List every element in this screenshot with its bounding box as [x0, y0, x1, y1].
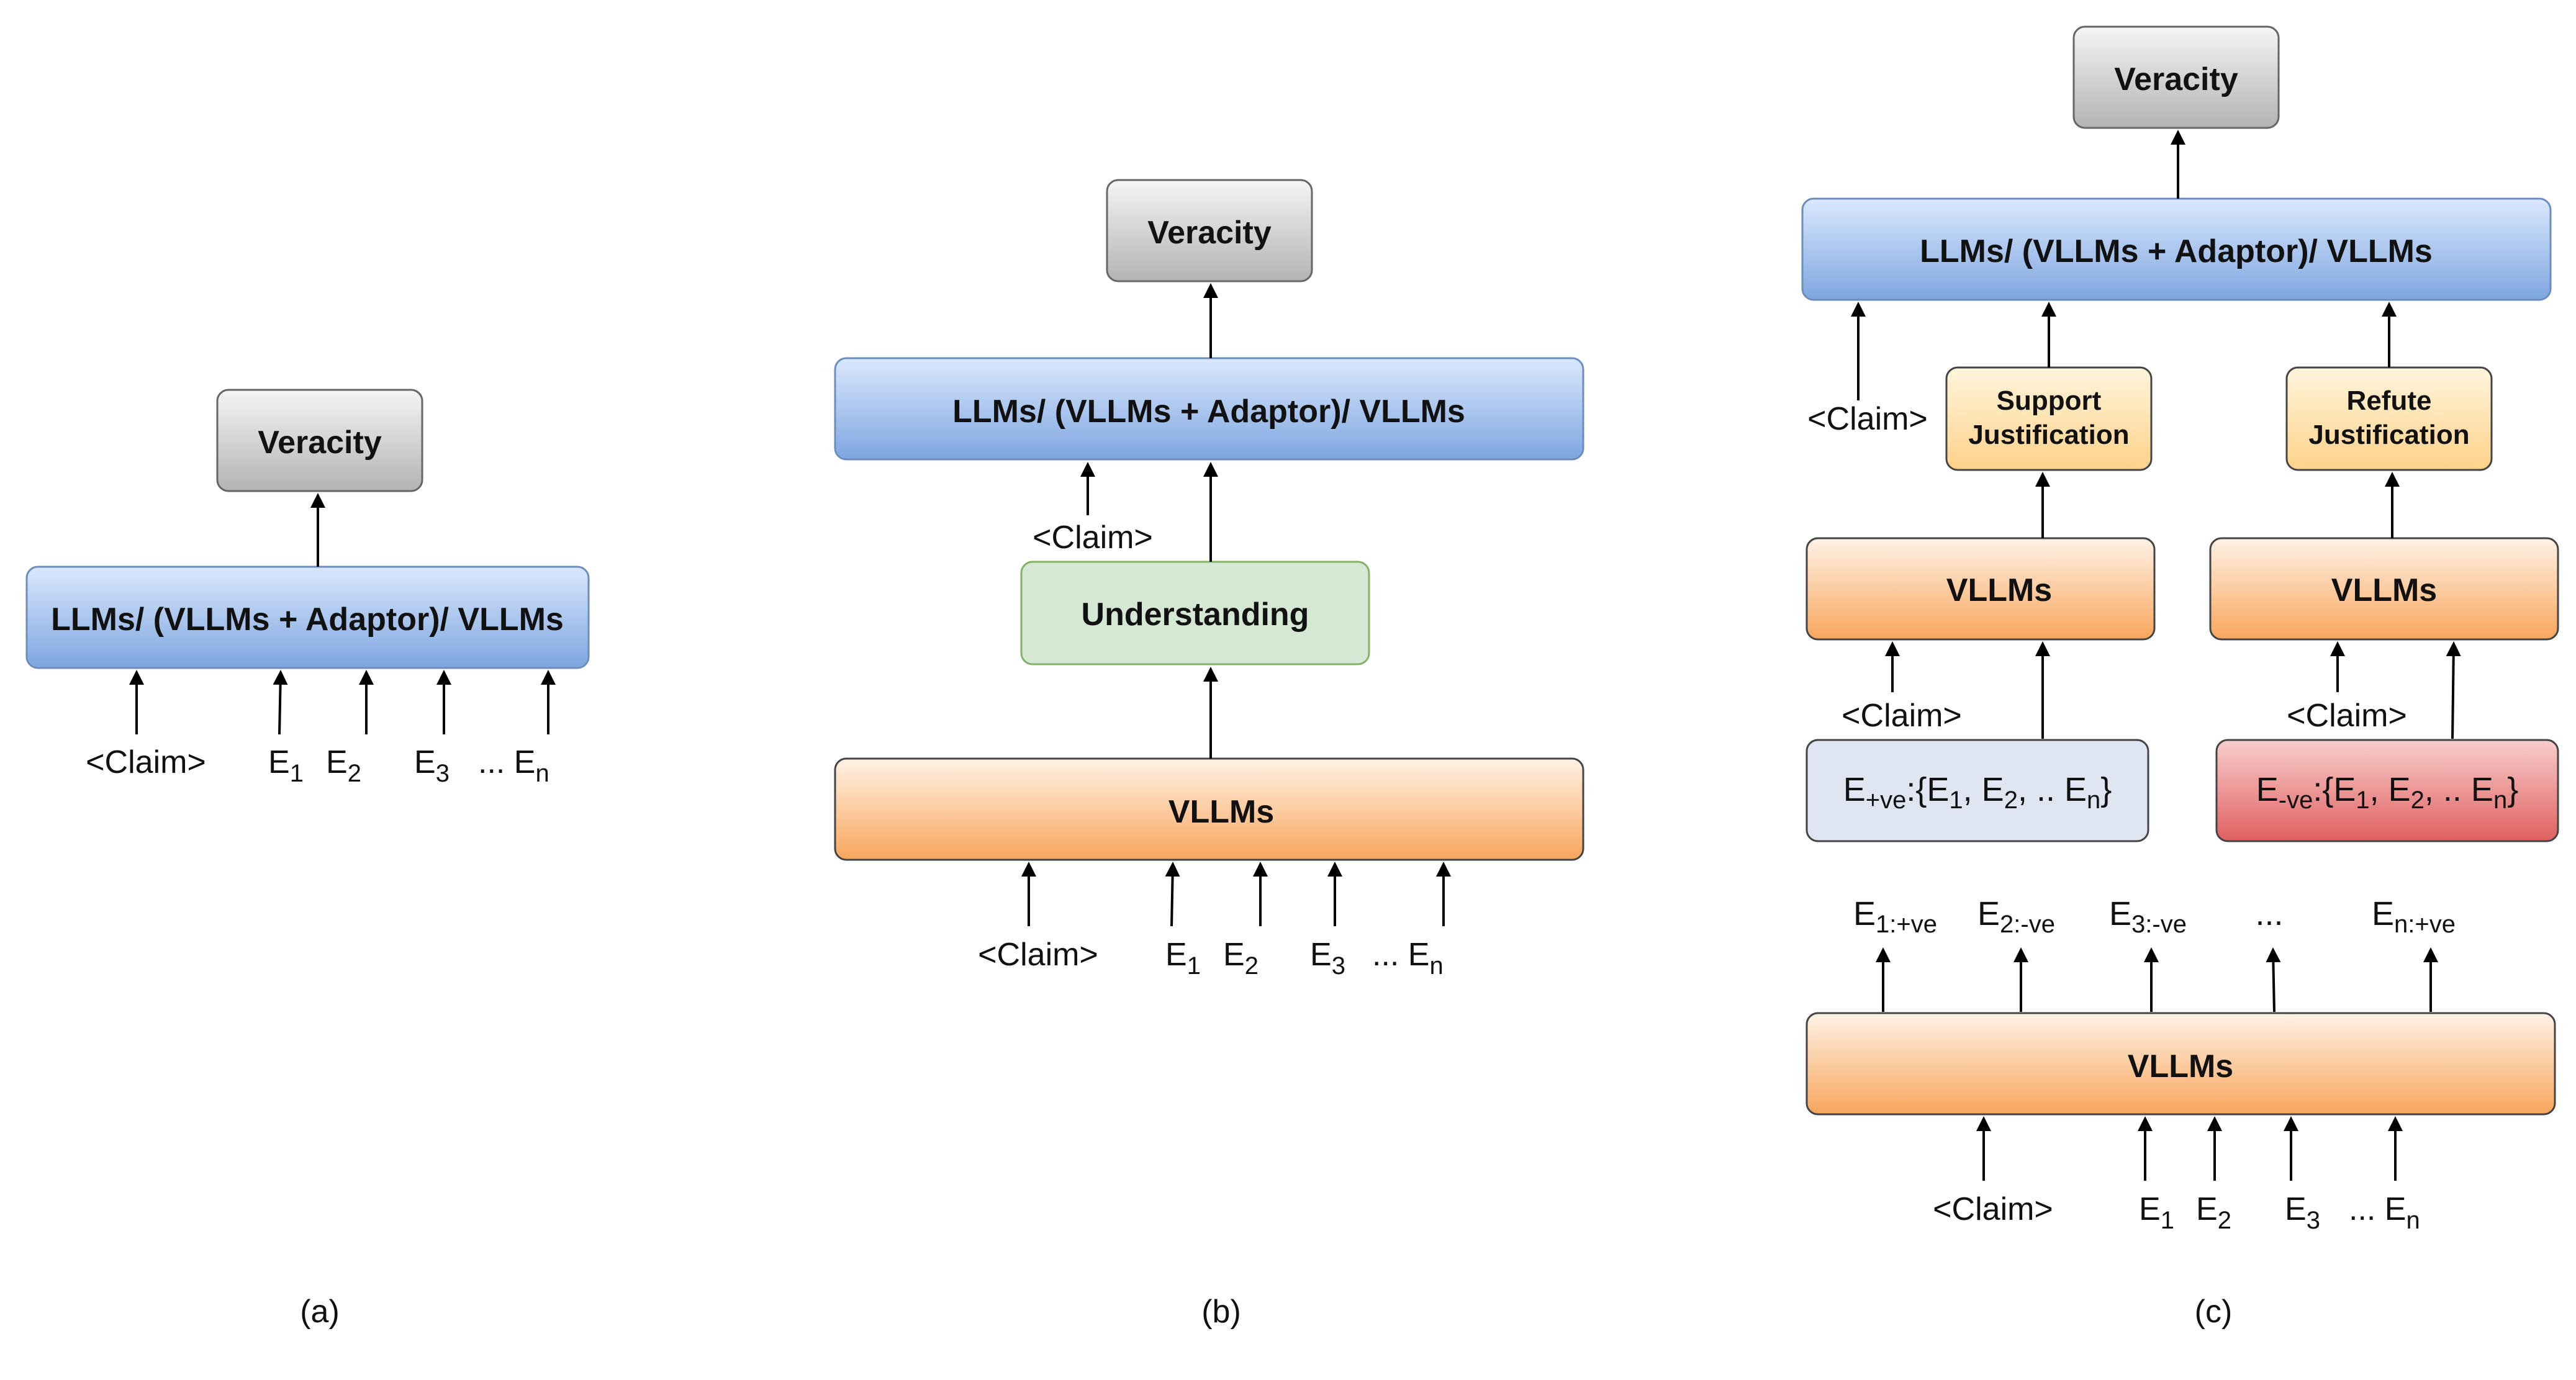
vllm-box-c-support — [1805, 537, 2156, 641]
vllm-box-c-bottom — [1805, 1012, 2556, 1116]
evidence-e2-b: E2 — [1223, 937, 1259, 980]
llm-label-a: LLMs/ (VLLMs + Adaptor)/ VLLMs — [51, 602, 564, 638]
claim-label-b-top: <Claim> — [1033, 520, 1153, 556]
evidence-e1-a: E1 — [268, 744, 304, 787]
evidence-e2-c: E2 — [2196, 1191, 2231, 1234]
vllm-label-c-bottom: VLLMs — [2128, 1049, 2233, 1085]
veracity-label-b: Veracity — [1147, 215, 1272, 251]
caption-c: (c) — [2195, 1294, 2233, 1330]
arrow-c-negset-to-vllm — [2446, 641, 2461, 739]
positive-evidence-set — [1805, 739, 2149, 842]
negative-evidence-set-label: E-ve:{E1, E2, .. En} — [2256, 771, 2519, 814]
evidence-en-a: ... En — [478, 744, 549, 787]
stance-e3: E3:-ve — [2109, 895, 2187, 938]
veracity-label-a: Veracity — [258, 425, 382, 461]
evidence-en-b: ... En — [1372, 937, 1444, 980]
support-justification-label-1: Support — [1997, 386, 2102, 416]
claim-label-c-top: <Claim> — [1807, 401, 1928, 437]
evidence-e2-a: E2 — [326, 744, 361, 787]
negative-evidence-set — [2215, 739, 2559, 842]
veracity-box-a — [216, 389, 423, 492]
refute-justification-box — [2285, 366, 2493, 471]
veracity-label-c: Veracity — [2114, 61, 2238, 97]
stance-ellipsis: ... — [2255, 895, 2283, 932]
support-justification-label-2: Justification — [1968, 420, 2129, 450]
vllm-box-c-refute — [2209, 537, 2559, 641]
llm-box-a — [25, 566, 590, 669]
arrow-b-e1 — [1165, 862, 1180, 927]
stance-en: En:+ve — [2372, 895, 2456, 938]
llm-label-c: LLMs/ (VLLMs + Adaptor)/ VLLMs — [1920, 233, 2433, 269]
vllm-label-c-support: VLLMs — [1946, 572, 2052, 608]
evidence-e3-a: E3 — [414, 744, 450, 787]
understanding-label: Understanding — [1082, 597, 1309, 633]
panel-a: Veracity LLMs/ (VLLMs + Adaptor)/ VLLMs … — [25, 389, 590, 1330]
claim-label-a: <Claim> — [86, 744, 206, 780]
stance-e1: E1:+ve — [1853, 895, 1937, 938]
evidence-e3-c: E3 — [2285, 1191, 2320, 1234]
arrow-a-e1 — [273, 670, 288, 735]
vllm-label-b: VLLMs — [1168, 794, 1274, 830]
evidence-e3-b: E3 — [1310, 937, 1345, 980]
claim-label-c-refute: <Claim> — [2287, 698, 2407, 734]
caption-b: (b) — [1201, 1294, 1241, 1330]
veracity-box-b — [1106, 179, 1313, 282]
evidence-en-c: ... En — [2349, 1191, 2420, 1234]
vllm-label-c-refute: VLLMs — [2331, 572, 2437, 608]
llm-label-b: LLMs/ (VLLMs + Adaptor)/ VLLMs — [952, 394, 1465, 430]
llm-box-c — [1801, 197, 2552, 301]
veracity-box-c — [2072, 25, 2280, 129]
claim-label-c-support: <Claim> — [1842, 698, 1962, 734]
stance-e2: E2:-ve — [1977, 895, 2055, 938]
evidence-e1-c: E1 — [2139, 1191, 2174, 1234]
support-justification-box — [1945, 366, 2153, 471]
claim-label-b: <Claim> — [978, 937, 1098, 973]
llm-box-b — [834, 357, 1584, 461]
panel-b: Veracity LLMs/ (VLLMs + Adaptor)/ VLLMs … — [834, 179, 1584, 1330]
refute-justification-label-1: Refute — [2347, 386, 2432, 416]
refute-justification-label-2: Justification — [2308, 420, 2469, 450]
arrow-c-vllm-to-ellipsis — [2266, 947, 2281, 1012]
caption-a: (a) — [300, 1294, 340, 1330]
evidence-e1-b: E1 — [1165, 937, 1201, 980]
panel-c: Veracity LLMs/ (VLLMs + Adaptor)/ VLLMs … — [1801, 25, 2559, 1330]
positive-evidence-set-label: E+ve:{E1, E2, .. En} — [1843, 771, 2112, 814]
vllm-box-b — [834, 757, 1584, 861]
claim-label-c-bottom: <Claim> — [1933, 1191, 2053, 1227]
understanding-box — [1020, 561, 1370, 665]
